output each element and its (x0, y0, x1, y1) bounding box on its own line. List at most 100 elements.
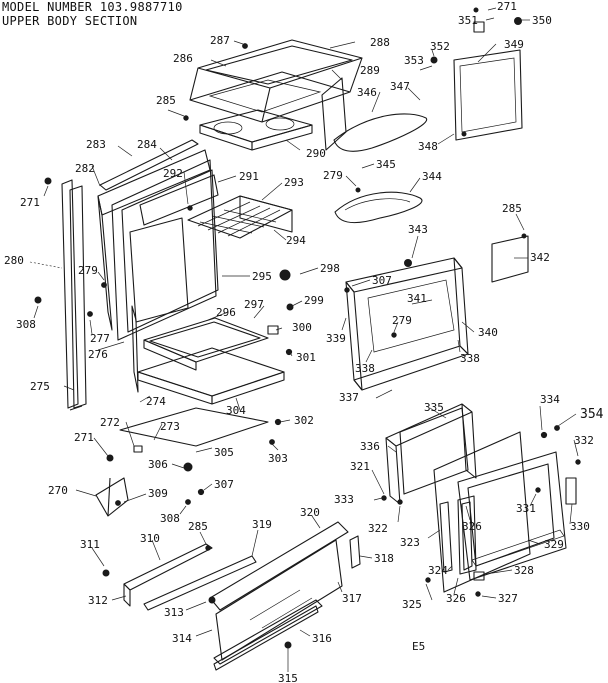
label-273: 273 (160, 420, 180, 433)
label-305: 305 (214, 446, 234, 459)
label-289: 289 (360, 64, 380, 77)
label-299: 299 (304, 294, 324, 307)
label-307: 307 (372, 274, 392, 287)
label-295: 295 (252, 270, 272, 283)
label-311: 311 (80, 538, 100, 551)
model-number-title: MODEL NUMBER 103.9887710 (2, 0, 183, 14)
part-drawings (29, 7, 581, 672)
tray-290-drawing (199, 109, 313, 151)
oven-rack-drawing (187, 195, 293, 239)
label-308b: 308 (160, 512, 180, 525)
label-270: 270 (48, 484, 68, 497)
hardware-dots (34, 7, 581, 649)
label-285: 285 (156, 94, 176, 107)
label-277: 277 (90, 332, 110, 345)
top-frame-drawing (189, 39, 363, 123)
label-331: 331 (516, 502, 536, 515)
label-294: 294 (286, 234, 306, 247)
label-303: 303 (268, 452, 288, 465)
label-307b: 307 (214, 478, 234, 491)
leader-lines (29, 7, 579, 672)
label-271c: 271 (74, 431, 94, 444)
label-326b: 326 (446, 592, 466, 605)
label-280: 280 (4, 254, 24, 267)
label-334: 334 (540, 393, 560, 406)
page-code: E5 (412, 640, 425, 653)
label-323: 323 (400, 536, 420, 549)
label-353: 353 (404, 54, 424, 67)
label-290: 290 (306, 147, 326, 160)
label-351: 351 (458, 14, 478, 27)
label-292: 292 (163, 167, 183, 180)
label-279: 279 (323, 169, 343, 182)
label-285b: 285 (502, 202, 522, 215)
label-343: 343 (408, 223, 428, 236)
label-321: 321 (350, 460, 370, 473)
label-313: 313 (164, 606, 184, 619)
label-309: 309 (148, 487, 168, 500)
label-279c: 279 (392, 314, 412, 327)
label-346: 346 (357, 86, 377, 99)
label-337: 337 (339, 391, 359, 404)
label-279b: 279 (78, 264, 98, 277)
oven-door-frame-drawing (345, 257, 469, 391)
label-328: 328 (514, 564, 534, 577)
label-285c: 285 (188, 520, 208, 533)
label-333: 333 (334, 493, 354, 506)
label-275: 275 (30, 380, 50, 393)
label-324: 324 (428, 564, 448, 577)
label-314: 314 (172, 632, 192, 645)
label-317: 317 (342, 592, 362, 605)
label-347: 347 (390, 80, 410, 93)
label-332: 332 (574, 434, 594, 447)
label-271b: 271 (20, 196, 40, 209)
label-338b: 338 (460, 352, 480, 365)
label-320: 320 (300, 506, 320, 519)
label-325: 325 (402, 598, 422, 611)
label-298: 298 (320, 262, 340, 275)
label-304: 304 (226, 404, 246, 417)
label-336: 336 (360, 440, 380, 453)
label-274: 274 (146, 395, 166, 408)
label-348: 348 (418, 140, 438, 153)
label-350: 350 (532, 14, 552, 27)
label-312: 312 (88, 594, 108, 607)
label-345: 345 (376, 158, 396, 171)
label-329: 329 (544, 538, 564, 551)
label-354: 354 (580, 407, 604, 422)
section-title: UPPER BODY SECTION (2, 14, 138, 28)
oven-liner-drawing (121, 169, 219, 333)
label-315: 315 (278, 672, 298, 683)
label-342: 342 (530, 251, 550, 264)
label-293: 293 (284, 176, 304, 189)
door-frame-329-drawing (457, 451, 567, 581)
label-284: 284 (137, 138, 157, 151)
label-339: 339 (326, 332, 346, 345)
label-326: 326 (462, 520, 482, 533)
upper-door-drawing (385, 403, 477, 505)
label-297: 297 (244, 298, 264, 311)
label-306: 306 (148, 458, 168, 471)
bottom-tray-drawing (137, 347, 285, 405)
label-288: 288 (370, 36, 390, 49)
label-302: 302 (294, 414, 314, 427)
label-301: 301 (296, 351, 316, 364)
label-286: 286 (173, 52, 193, 65)
label-319: 319 (252, 518, 272, 531)
label-276: 276 (88, 348, 108, 361)
label-322: 322 (368, 522, 388, 535)
label-340: 340 (478, 326, 498, 339)
label-283: 283 (86, 138, 106, 151)
label-352: 352 (430, 40, 450, 53)
label-344: 344 (422, 170, 442, 183)
label-335: 335 (424, 401, 444, 414)
label-349: 349 (504, 38, 524, 51)
label-327: 327 (498, 592, 518, 605)
label-308: 308 (16, 318, 36, 331)
label-316: 316 (312, 632, 332, 645)
label-310: 310 (140, 532, 160, 545)
label-330: 330 (570, 520, 590, 533)
broiler-pan-drawing (143, 317, 269, 371)
label-291: 291 (239, 170, 259, 183)
